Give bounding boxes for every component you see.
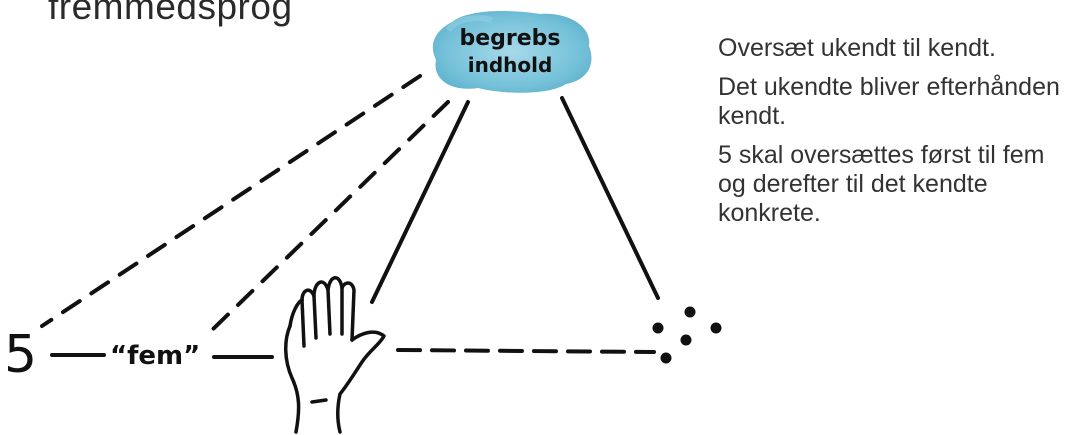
dot-cluster-icon: [653, 307, 722, 364]
dashed-line-concept-to-symbol: [42, 76, 420, 326]
symbol-label: 5: [4, 325, 37, 385]
dot: [653, 323, 664, 334]
note-2: Det ukendte bliver efterhånden kendt.: [718, 73, 1078, 131]
solid-line-concept-to-hand: [372, 102, 468, 302]
solid-line-concept-to-dots: [562, 98, 658, 298]
dot: [661, 353, 672, 364]
dot: [711, 323, 722, 334]
concept-blob: begrebs indhold: [433, 11, 592, 93]
dashed-line-hand-to-dots: [398, 350, 654, 352]
note-3: 5 skal oversættes først til fem og deref…: [718, 141, 1078, 228]
word-label: “fem”: [110, 341, 200, 371]
concept-label-line1: begrebs: [459, 26, 560, 51]
hand-icon: [286, 278, 384, 432]
side-notes: Oversæt ukendt til kendt. Det ukendte bl…: [718, 34, 1078, 238]
dot: [681, 335, 692, 346]
dot: [685, 307, 696, 318]
concept-label-line2: indhold: [468, 53, 553, 77]
note-1: Oversæt ukendt til kendt.: [718, 34, 1078, 63]
